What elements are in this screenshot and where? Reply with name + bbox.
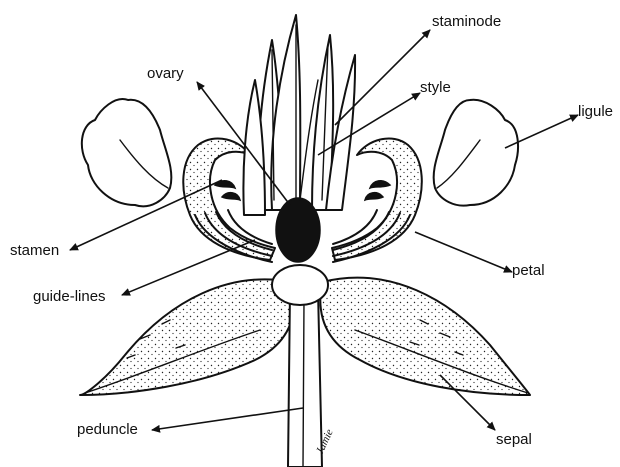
ligule-right — [434, 100, 518, 206]
sepal-left — [80, 279, 294, 395]
label-ligule: ligule — [578, 104, 613, 119]
label-guide-lines: guide-lines — [33, 289, 106, 304]
label-ovary: ovary — [147, 66, 184, 81]
ovary-body — [276, 198, 320, 262]
peduncle-stalk — [288, 290, 322, 467]
ligule-left — [82, 99, 172, 206]
arrow-peduncle — [152, 408, 303, 430]
arrow-petal — [415, 232, 512, 272]
label-sepal: sepal — [496, 432, 532, 447]
label-peduncle: peduncle — [77, 422, 138, 437]
label-stamen: stamen — [10, 243, 59, 258]
sepal-right — [320, 278, 530, 395]
label-style: style — [420, 80, 451, 95]
peduncle-top — [272, 265, 328, 305]
peduncle-line — [303, 300, 304, 467]
label-staminode: staminode — [432, 14, 501, 29]
staminodes — [243, 15, 355, 215]
label-petal: petal — [512, 263, 545, 278]
